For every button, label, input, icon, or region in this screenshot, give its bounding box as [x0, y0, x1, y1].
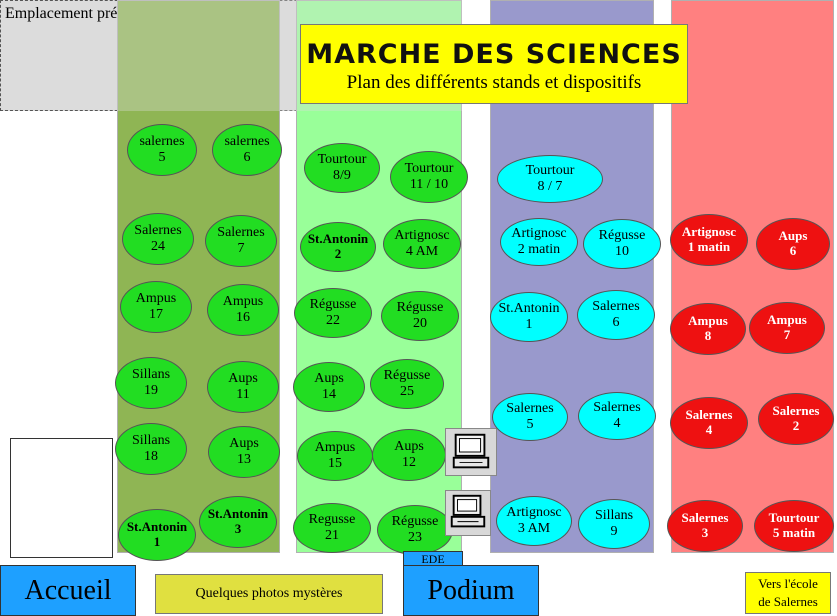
podium-box: Podium: [403, 565, 539, 616]
accueil-label: Accueil: [24, 574, 112, 606]
mystery-photos-label: Quelques photos mystères: [195, 586, 343, 601]
mystery-photos-box: Quelques photos mystères: [155, 574, 383, 614]
page-subtitle: Plan des différents stands et dispositif…: [346, 72, 642, 93]
exit-line-2: de Salernes: [758, 593, 818, 609]
stand-column-4: [671, 0, 834, 553]
title-box: MARCHE DES SCIENCES Plan des différents …: [300, 24, 688, 104]
computer-icon: [445, 490, 491, 536]
ede-box: EDE: [403, 551, 463, 567]
page-title: MARCHE DES SCIENCES: [306, 39, 682, 70]
ede-label: EDE: [421, 551, 445, 566]
accueil-box: Accueil: [0, 565, 136, 616]
empty-box: [10, 438, 113, 558]
exit-sign: Vers l'école de Salernes: [745, 572, 831, 614]
exit-line-1: Vers l'école: [758, 576, 818, 591]
computer-icon: [445, 428, 497, 476]
podium-label: Podium: [427, 574, 515, 606]
